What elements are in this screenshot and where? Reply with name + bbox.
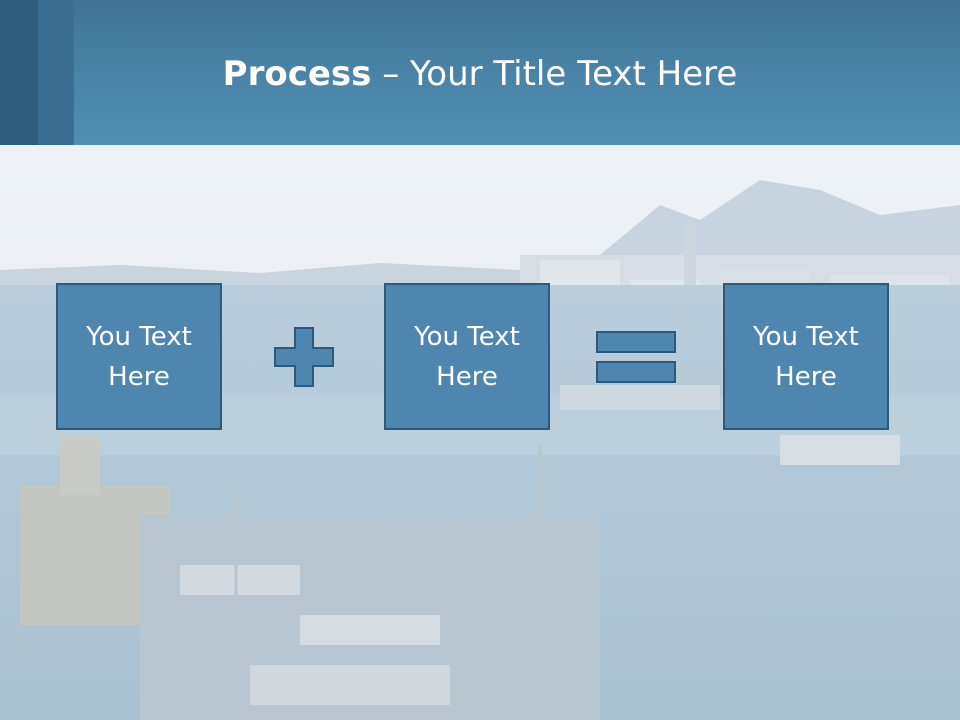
title-text: Your Title Text Here bbox=[410, 54, 738, 94]
process-box-3[interactable]: You Text Here bbox=[723, 283, 889, 430]
process-box-2[interactable]: You Text Here bbox=[384, 283, 550, 430]
equals-icon bbox=[596, 331, 676, 383]
title-bold: Process bbox=[222, 54, 372, 94]
process-box-label: You Text Here bbox=[86, 321, 192, 392]
plus-icon bbox=[274, 327, 334, 387]
process-box-label: You Text Here bbox=[414, 321, 520, 392]
header-accent-strip bbox=[38, 0, 74, 145]
title-dash: – bbox=[371, 54, 411, 94]
harbor-background-image bbox=[0, 145, 960, 720]
process-box-label: You Text Here bbox=[753, 321, 859, 392]
process-box-1[interactable]: You Text Here bbox=[56, 283, 222, 430]
title-bar: Process – Your Title Text Here bbox=[0, 0, 960, 145]
slide-title: Process – Your Title Text Here bbox=[74, 52, 886, 96]
header-accent-strip bbox=[0, 0, 38, 145]
